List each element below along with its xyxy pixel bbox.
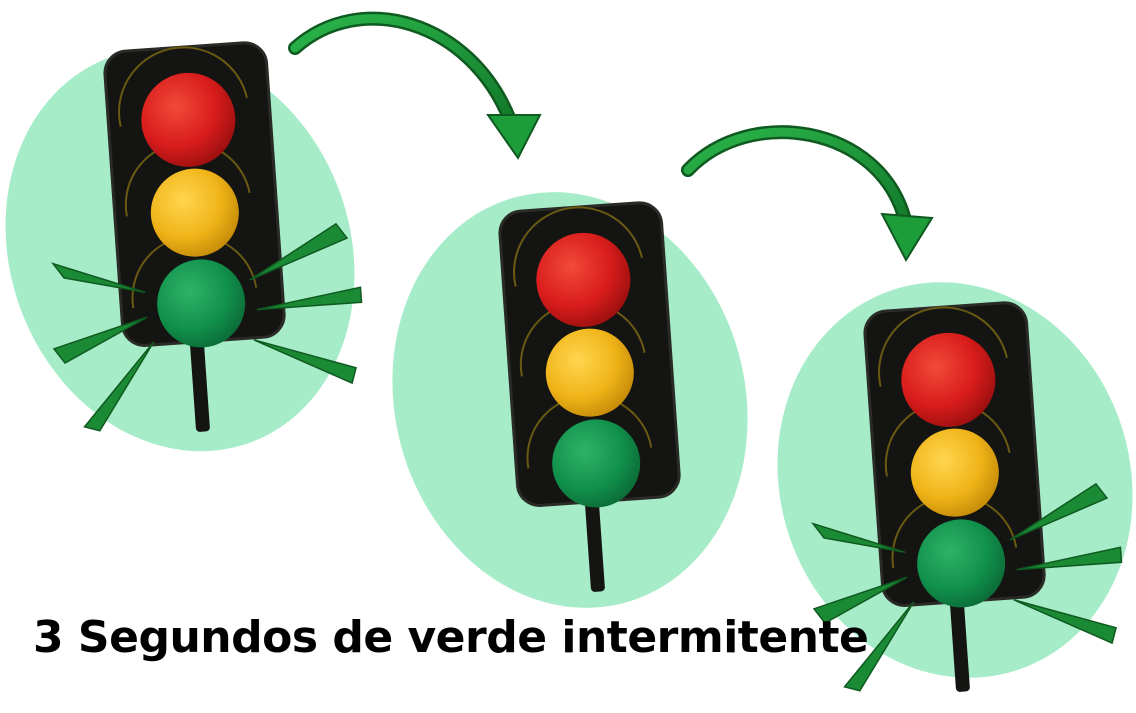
traffic-light-2 — [392, 192, 748, 608]
caption-text: 3 Segundos de verde intermitente — [33, 612, 869, 663]
curved-arrow-icon — [288, 11, 542, 160]
curved-arrow-icon — [681, 125, 934, 263]
traffic-light-3 — [777, 282, 1133, 699]
traffic-light-1 — [5, 39, 370, 452]
